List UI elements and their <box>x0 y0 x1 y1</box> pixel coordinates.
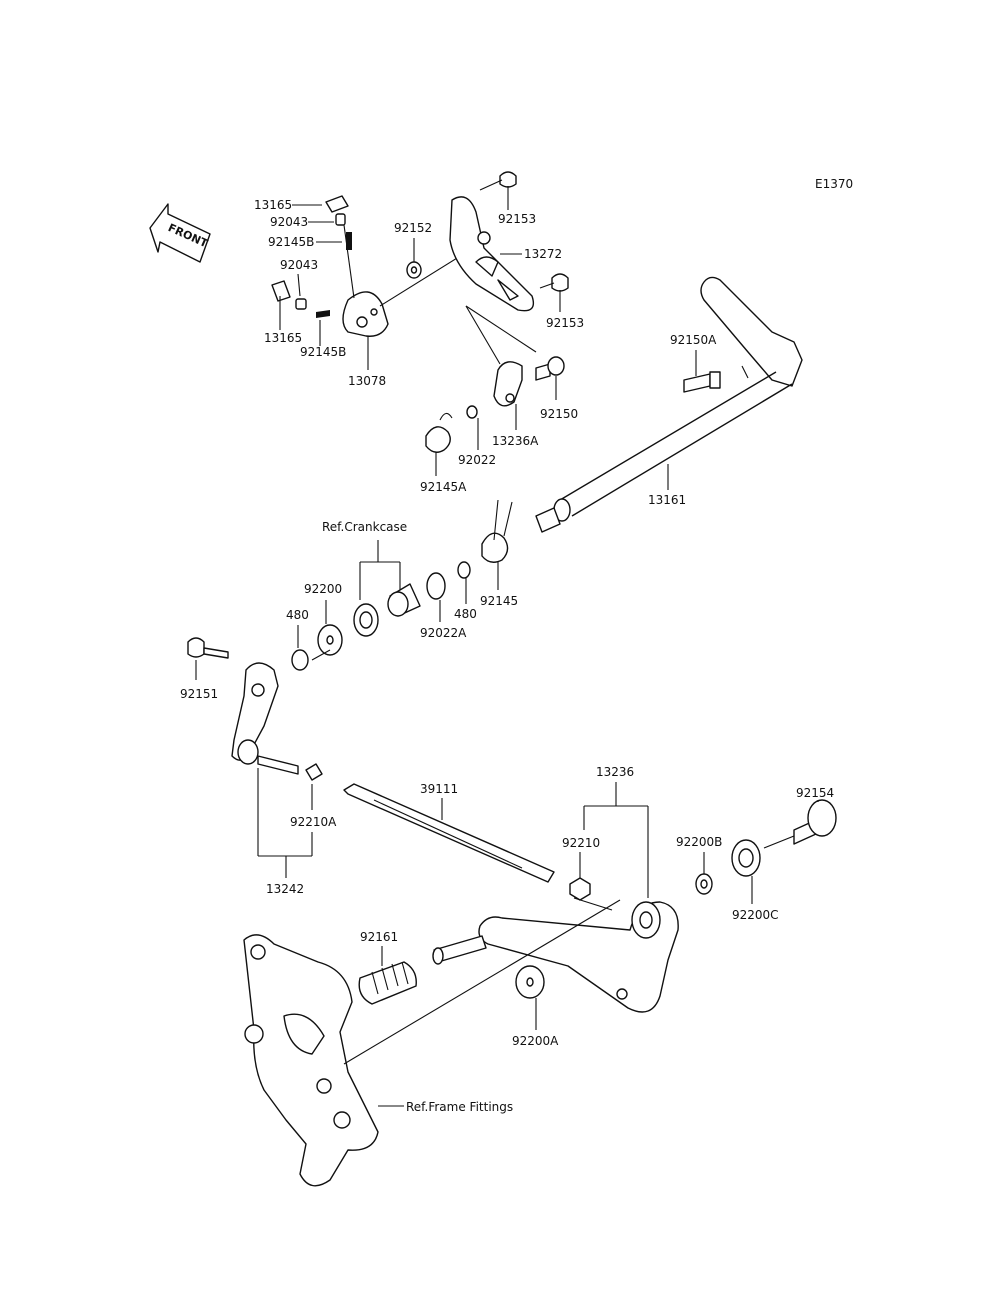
spring-92145A-group <box>425 405 478 453</box>
label-13236A: 13236A <box>492 434 539 448</box>
label-92145B-top: 92145B <box>268 235 314 249</box>
label-92151: 92151 <box>180 687 218 701</box>
label-92161: 92161 <box>360 930 398 944</box>
footpeg-bracket <box>243 934 379 1187</box>
label-92210A: 92210A <box>290 815 337 829</box>
label-92145B-bot: 92145B <box>300 345 346 359</box>
guide-lines <box>311 365 749 1065</box>
lever-13236A-group <box>465 305 565 407</box>
label-13161: 13161 <box>648 493 686 507</box>
shift-pedal-13236 <box>432 901 679 1013</box>
label-92200: 92200 <box>304 582 342 596</box>
label-13165-bot: 13165 <box>264 331 302 345</box>
shift-arm-13242 <box>231 662 323 781</box>
label-13165-top: 13165 <box>254 198 292 212</box>
label-92145: 92145 <box>480 594 518 608</box>
rubber-92161 <box>358 961 417 1005</box>
label-92022A: 92022A <box>420 626 467 640</box>
label-92200B: 92200B <box>676 835 722 849</box>
label-92150: 92150 <box>540 407 578 421</box>
label-13272: 13272 <box>524 247 562 261</box>
label-13242: 13242 <box>266 882 304 896</box>
bearing-group <box>291 540 471 671</box>
label-13236: 13236 <box>596 765 634 779</box>
washer-92200A <box>515 965 545 999</box>
shift-plate-13272 <box>449 196 535 312</box>
label-92152: 92152 <box>394 221 432 235</box>
shift-shaft-13161 <box>535 276 803 533</box>
bolt-92151 <box>187 637 229 659</box>
label-13078: 13078 <box>348 374 386 388</box>
label-92200A: 92200A <box>512 1034 559 1048</box>
bolt-92153-top <box>479 171 517 191</box>
label-92043-top: 92043 <box>270 215 308 229</box>
spring-92145 <box>481 499 513 563</box>
label-92153-mid: 92153 <box>546 316 584 330</box>
label-39111: 39111 <box>420 782 458 796</box>
label-92200C: 92200C <box>732 908 779 922</box>
diagram-code: E1370 <box>815 177 853 191</box>
label-92154: 92154 <box>796 786 834 800</box>
nut-92210 <box>569 877 591 901</box>
shift-drum-cam-group <box>271 195 471 337</box>
washers-92200B-92200C <box>695 839 761 895</box>
label-ref-crankcase: Ref.Crankcase <box>322 520 407 534</box>
part-labels: 13165 92043 92145B 92043 13165 92145B 13… <box>180 186 834 1114</box>
bolt-92150A <box>683 371 721 393</box>
tie-rod-39111 <box>343 783 555 883</box>
front-arrow-icon: FRONT <box>149 203 211 263</box>
bolt-92154 <box>763 799 837 849</box>
bolt-92153-mid <box>539 273 569 292</box>
label-ref-frame-fittings: Ref.Frame Fittings <box>406 1100 513 1114</box>
label-480-left: 480 <box>286 608 309 622</box>
label-92150A: 92150A <box>670 333 717 347</box>
label-92145A: 92145A <box>420 480 467 494</box>
label-92210: 92210 <box>562 836 600 850</box>
label-92043-mid: 92043 <box>280 258 318 272</box>
label-92153-top: 92153 <box>498 212 536 226</box>
label-92022: 92022 <box>458 453 496 467</box>
label-480-right: 480 <box>454 607 477 621</box>
